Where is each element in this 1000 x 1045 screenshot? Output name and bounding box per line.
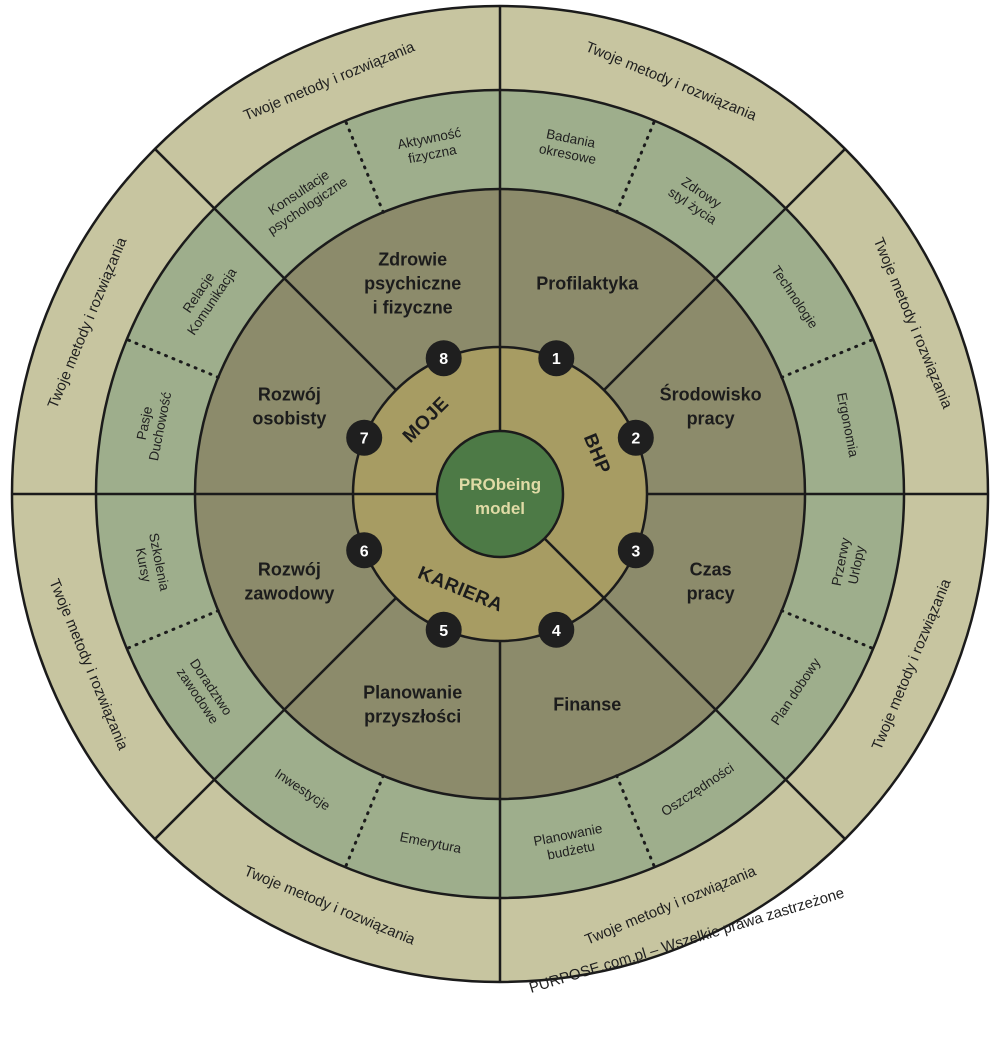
badge-number: 4 [552,623,561,640]
method-split-dotted [780,337,875,379]
badge-circle [425,611,462,648]
method-split-dotted [343,119,385,214]
badge-circle [617,532,654,569]
method-split-dotted [125,337,220,379]
area-divider [603,597,787,781]
area-number-badge: 5 [425,611,462,648]
area-number-badge: 7 [346,419,383,456]
center-disc: PRObeing model [435,429,565,559]
area-number-badge: 8 [425,340,462,377]
badge-number: 3 [631,543,640,560]
group-divider [543,537,605,599]
badge-number: 1 [552,351,561,368]
badge-number: 6 [360,543,369,560]
center-circle [435,429,565,559]
number-badges: 1 2 3 4 5 6 7 8 [346,340,654,648]
method-split-dotted [615,119,657,214]
area-number-badge: 6 [346,532,383,569]
badge-circle [425,340,462,377]
method-split-dotted [615,774,657,869]
badge-number: 8 [439,351,448,368]
center-subtitle: model [475,499,525,518]
outer-divider [784,778,846,840]
method-split-dotted [780,609,875,651]
badge-number: 7 [360,431,369,448]
badge-number: 5 [439,623,448,640]
badge-circle [346,532,383,569]
area-number-badge: 1 [538,340,575,377]
area-divider [213,207,397,391]
method-split-dotted [343,774,385,869]
method-split-dotted [125,609,220,651]
badge-circle [617,419,654,456]
area-number-badge: 4 [538,611,575,648]
outer-divider [154,778,216,840]
badge-circle [346,419,383,456]
divider-lines [12,6,988,982]
outer-divider [784,148,846,210]
area-label: Finanse [553,695,621,715]
area-divider [603,207,787,391]
area-number-badge: 3 [617,532,654,569]
area-divider [213,597,397,781]
badge-circle [538,611,575,648]
badge-number: 2 [631,431,640,448]
center-title: PRObeing [459,475,541,494]
area-label: Profilaktyka [536,273,639,293]
outer-divider [154,148,216,210]
area-number-badge: 2 [617,419,654,456]
badge-circle [538,340,575,377]
